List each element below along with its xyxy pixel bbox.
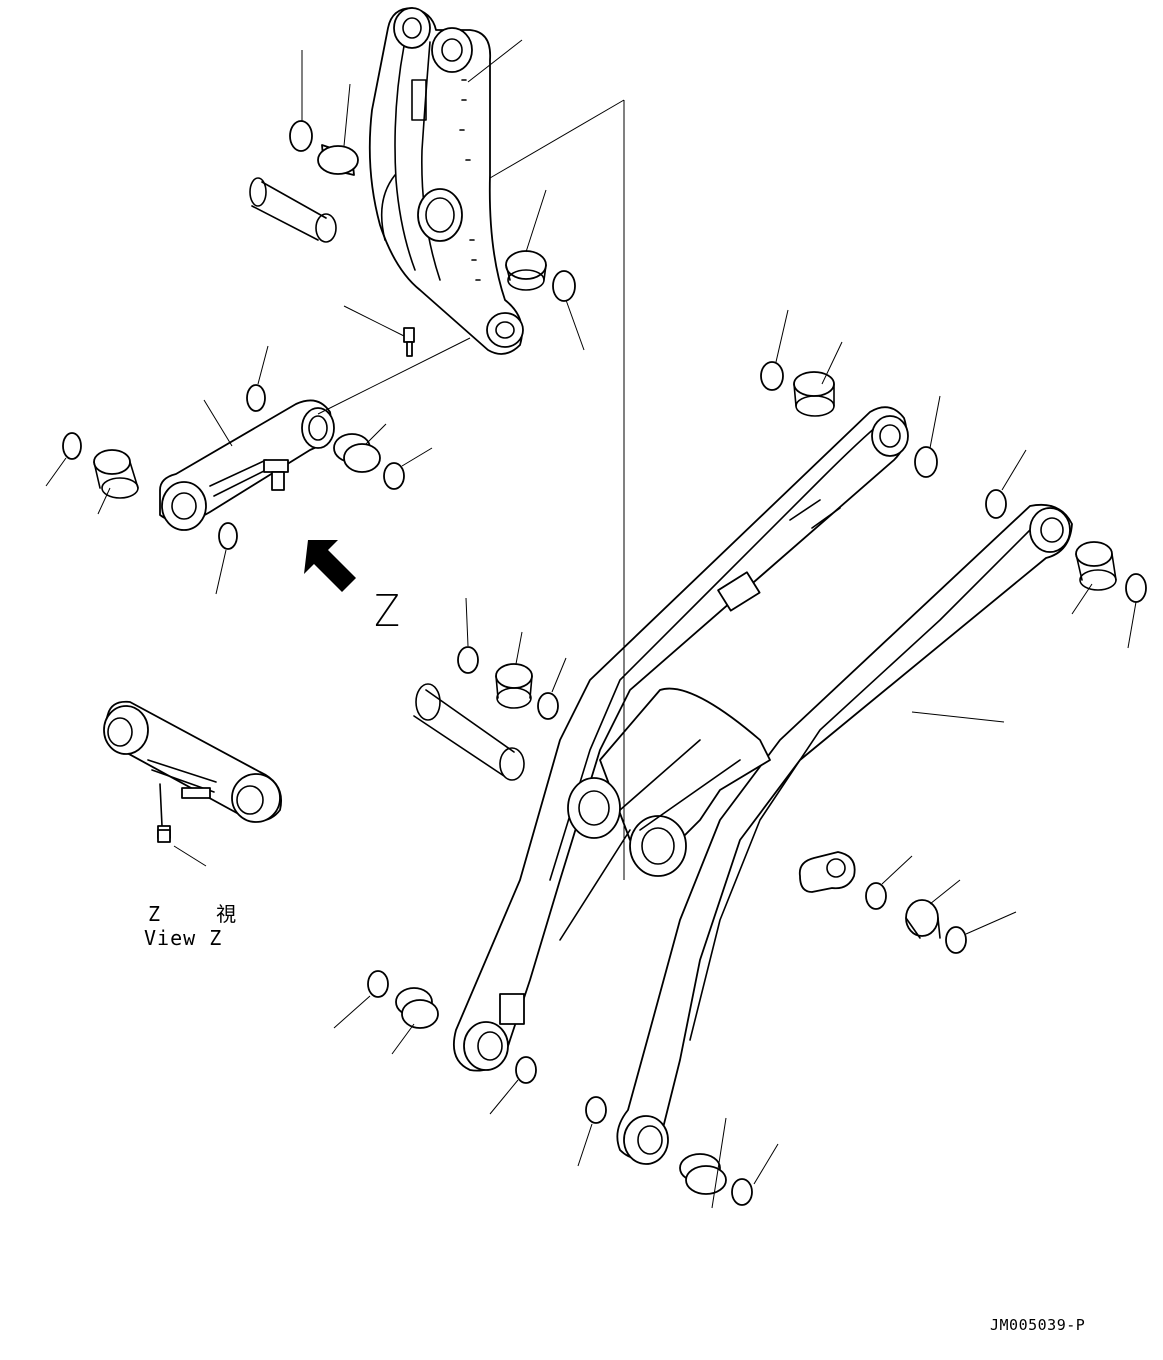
drawing-code: JM005039-P <box>990 1316 1086 1334</box>
o-ring-frame-2 <box>914 446 938 478</box>
o-ring-upper-1 <box>289 120 313 152</box>
o-ring-bottom-3 <box>585 1096 607 1124</box>
o-ring-link-2 <box>62 432 82 460</box>
o-ring-center-2 <box>537 692 559 720</box>
link-view-z <box>103 700 282 839</box>
o-ring-bottom-4 <box>731 1178 753 1206</box>
view-caption-en: View Z <box>144 926 223 950</box>
bushing-bottom-left <box>395 987 439 1029</box>
retainer-plate <box>798 851 856 893</box>
leader-lines <box>45 39 1137 1209</box>
bushing-frame-right <box>1075 541 1117 591</box>
bushing-center <box>495 663 533 709</box>
bushing-upper-right <box>505 250 547 291</box>
o-ring-frame-4 <box>1125 573 1147 603</box>
lift-arm-frame <box>452 406 1073 1165</box>
grease-fitting-upper <box>403 327 415 357</box>
bushing-bottom-right <box>679 1153 727 1195</box>
pin-center <box>413 683 525 781</box>
bellcrank-lever <box>368 7 524 355</box>
bushing-upper-left <box>317 144 359 176</box>
view-marker-letter: Z <box>374 586 400 637</box>
bushing-link-left <box>93 449 139 499</box>
o-ring-bottom-1 <box>367 970 389 998</box>
o-ring-mid-2 <box>945 926 967 954</box>
o-ring-center-1 <box>457 646 479 674</box>
o-ring-link-3 <box>383 462 405 490</box>
o-ring-upper-2 <box>552 270 576 302</box>
o-ring-link-4 <box>218 522 238 550</box>
view-caption-jp: Z 視 <box>148 902 259 926</box>
link-assembly <box>159 399 335 531</box>
o-ring-bottom-2 <box>515 1056 537 1084</box>
pin-upper <box>249 177 337 243</box>
grease-fitting-view-z <box>157 829 171 843</box>
o-ring-frame-1 <box>760 361 784 391</box>
view-z-arrow <box>304 540 356 592</box>
o-ring-mid-1 <box>865 882 887 910</box>
o-ring-link-1 <box>246 384 266 412</box>
bushing-link-right <box>333 433 381 473</box>
bushing-mid-right <box>905 899 941 939</box>
bushing-frame-top <box>793 371 835 417</box>
o-ring-frame-3 <box>985 489 1007 519</box>
